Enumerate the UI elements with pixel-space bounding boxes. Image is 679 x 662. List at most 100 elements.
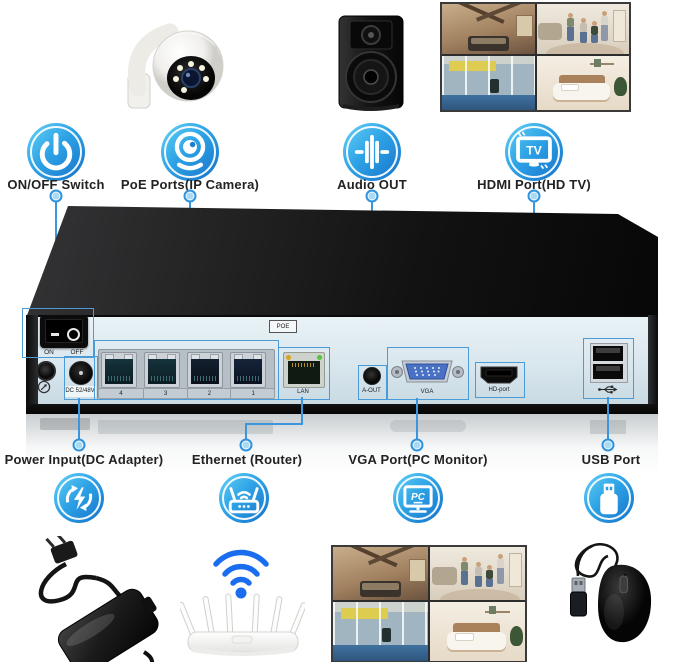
icon-ring [30, 126, 82, 178]
callout-dot [183, 189, 197, 203]
poe-number-strip: 4 3 2 1 [98, 388, 275, 399]
poe-number-1: 1 [230, 389, 275, 398]
nvr-bottom-edge [26, 404, 658, 414]
poe-number-3: 3 [142, 389, 188, 398]
callout-label-ethernet: Ethernet (Router) [191, 452, 303, 467]
speaker-photo [338, 15, 404, 111]
poe-tag-box: POE [269, 320, 297, 333]
callout-label-audio: Audio OUT [337, 177, 407, 192]
icon-ring [587, 476, 631, 520]
dc-label-strip [64, 386, 96, 397]
vga-connector [401, 360, 453, 383]
audio-out-icon [343, 123, 401, 181]
poe-tag-label: POE [276, 323, 290, 330]
router-icon [219, 473, 269, 523]
power-rocker-switch [40, 315, 88, 348]
cam-view-bedroom [430, 602, 525, 661]
callout-label-usb: USB Port [581, 452, 641, 467]
svg-text:TV: TV [526, 144, 543, 158]
cam-view-family [430, 547, 525, 601]
cam-view-attic [333, 547, 428, 601]
usb-mouse-photo [570, 543, 652, 643]
cam-view-office [333, 602, 428, 661]
poe-port-2 [187, 352, 223, 388]
lan-port-outline [278, 347, 330, 400]
audio-in-jack [36, 361, 56, 381]
svg-text:PC: PC [411, 492, 426, 503]
poe-port-1 [230, 352, 266, 388]
connector-line-vga [416, 398, 418, 441]
callout-label-power-input: Power Input(DC Adapter) [4, 452, 164, 467]
connector-line-lan-h [245, 423, 303, 425]
cam-view-bedroom [536, 55, 629, 110]
hdmi-port-outline [475, 362, 525, 398]
power-adapter-photo [38, 536, 159, 662]
nvr-left-edge [26, 315, 38, 406]
usb-port-bottom [593, 364, 623, 379]
callout-dot [527, 189, 541, 203]
usb-port-top [593, 346, 623, 361]
poe-port-3 [144, 352, 180, 388]
reflection-ghost-vga [390, 420, 466, 432]
lan-led-green [317, 355, 322, 360]
lan-port [283, 352, 325, 388]
callout-dot [365, 189, 379, 203]
hdmi-label: HD-port [488, 387, 510, 393]
lan-led-amber [286, 355, 291, 360]
monitor-quad-view-top [440, 2, 631, 112]
usb-drive-icon [584, 473, 634, 523]
callout-label-poe: PoE Ports(IP Camera) [120, 177, 260, 192]
icon-ring [57, 476, 101, 520]
icon-ring [164, 126, 216, 178]
callout-label-vga: VGA Port(PC Monitor) [348, 452, 488, 467]
callout-dot [49, 189, 63, 203]
ground-symbol [37, 380, 51, 394]
vga-screw-left [391, 366, 403, 378]
reflection-ghost-switch [40, 418, 90, 430]
connector-line-lan-v2 [245, 425, 247, 441]
icon-ring [346, 126, 398, 178]
hdmi-connector [480, 366, 518, 384]
callout-label-onoff: ON/OFF Switch [7, 177, 105, 192]
poe-number-2: 2 [186, 389, 232, 398]
vga-screw-right [452, 366, 464, 378]
icon-ring [396, 476, 440, 520]
icon-ring [508, 126, 560, 178]
poe-number-4: 4 [119, 390, 123, 397]
monitor-quad-view-bottom [331, 545, 527, 662]
power-switch-outline [22, 308, 94, 358]
dc-input-outline [64, 356, 98, 400]
vga-port-outline [387, 347, 469, 400]
callout-dot [72, 438, 86, 452]
cam-view-attic [442, 4, 535, 54]
dc-input-label: DC 52/48V [65, 387, 95, 394]
power-icon [27, 123, 85, 181]
connector-line-lan-v1 [301, 397, 303, 425]
icon-ring [222, 476, 266, 520]
ip-camera-icon [161, 123, 219, 181]
dc-jack [69, 361, 93, 385]
reflection-ghost-ports [98, 420, 273, 434]
ptz-camera-photo [127, 23, 224, 109]
power-input-icon [54, 473, 104, 523]
switch-off-label: OFF [70, 349, 84, 356]
cam-view-family [536, 4, 629, 54]
audio-out-outline [358, 365, 387, 400]
vga-label: VGA [420, 389, 434, 395]
hdmi-tv-icon: TV [505, 123, 563, 181]
nvr-reflection [26, 414, 658, 476]
pc-monitor-icon: PC [393, 473, 443, 523]
usb-trident-symbol [598, 385, 618, 394]
switch-on-label: ON [44, 349, 54, 356]
poe-port-4 [101, 352, 137, 388]
callout-dot [601, 438, 615, 452]
cam-view-office [442, 55, 535, 110]
usb-port-block [590, 343, 628, 383]
switch-off-mark [67, 328, 80, 341]
switch-on-mark [51, 333, 59, 336]
nvr-right-edge [648, 315, 658, 406]
connector-line-usb [607, 397, 609, 441]
callout-label-hdmi: HDMI Port(HD TV) [477, 177, 591, 192]
callout-dot [410, 438, 424, 452]
